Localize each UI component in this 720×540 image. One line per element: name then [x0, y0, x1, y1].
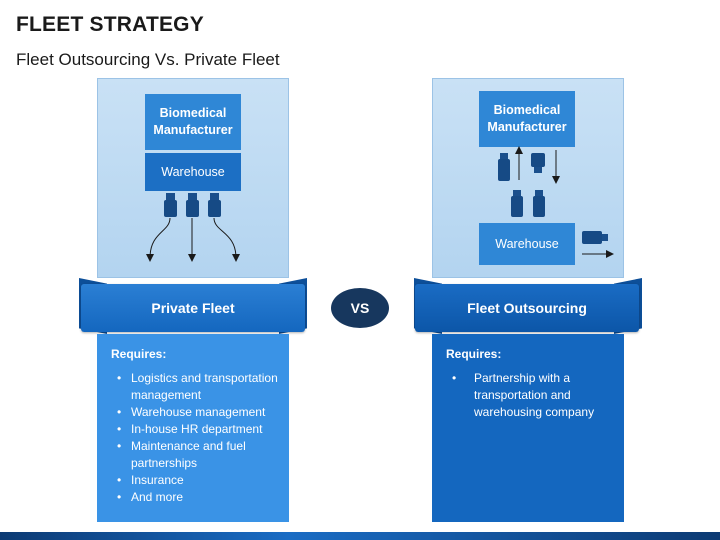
fleet-outsourcing-requirements: Requires: Partnership with a transportat…: [432, 334, 624, 522]
list-item: Maintenance and fuel partnerships: [117, 438, 279, 472]
page-subtitle: Fleet Outsourcing Vs. Private Fleet: [16, 50, 280, 69]
arrow-icon: [146, 217, 171, 262]
list-item: Warehouse management: [117, 404, 279, 421]
private-fleet-banner: Private Fleet: [81, 284, 305, 332]
vial-icon: [511, 190, 523, 217]
fleet-outsourcing-diagram-panel: Biomedical Manufacturer Warehouse: [432, 78, 624, 278]
footer-strip: [0, 532, 720, 540]
left-manufacturer-box: Biomedical Manufacturer: [145, 94, 241, 150]
left-warehouse-box: Warehouse: [145, 153, 241, 191]
vial-icon: [208, 193, 221, 217]
vial-icon: [531, 153, 545, 173]
vial-icon: [186, 193, 199, 217]
list-item: In-house HR department: [117, 421, 279, 438]
page-title: FLEET STRATEGY: [16, 13, 204, 36]
vial-icon: [582, 231, 608, 244]
vial-icon: [498, 153, 510, 181]
list-item: And more: [117, 489, 279, 506]
list-item: Partnership with a transportation and wa…: [452, 370, 614, 421]
right-warehouse-box: Warehouse: [479, 223, 575, 265]
left-requires-label: Requires:: [111, 347, 167, 361]
list-item: Insurance: [117, 472, 279, 489]
arrow-icon: [213, 217, 240, 262]
right-requirements-list: Partnership with a transportation and wa…: [446, 370, 614, 421]
vs-badge: VS: [331, 288, 389, 328]
private-fleet-diagram-panel: Biomedical Manufacturer Warehouse: [97, 78, 289, 278]
right-requires-label: Requires:: [446, 347, 502, 361]
vial-icon: [164, 193, 177, 217]
list-item: Logistics and transportation management: [117, 370, 279, 404]
fleet-outsourcing-banner: Fleet Outsourcing: [415, 284, 639, 332]
left-requirements-list: Logistics and transportation management …: [111, 370, 279, 506]
private-fleet-requirements: Requires: Logistics and transportation m…: [97, 334, 289, 522]
vial-icon: [533, 190, 545, 217]
right-manufacturer-box: Biomedical Manufacturer: [479, 91, 575, 147]
